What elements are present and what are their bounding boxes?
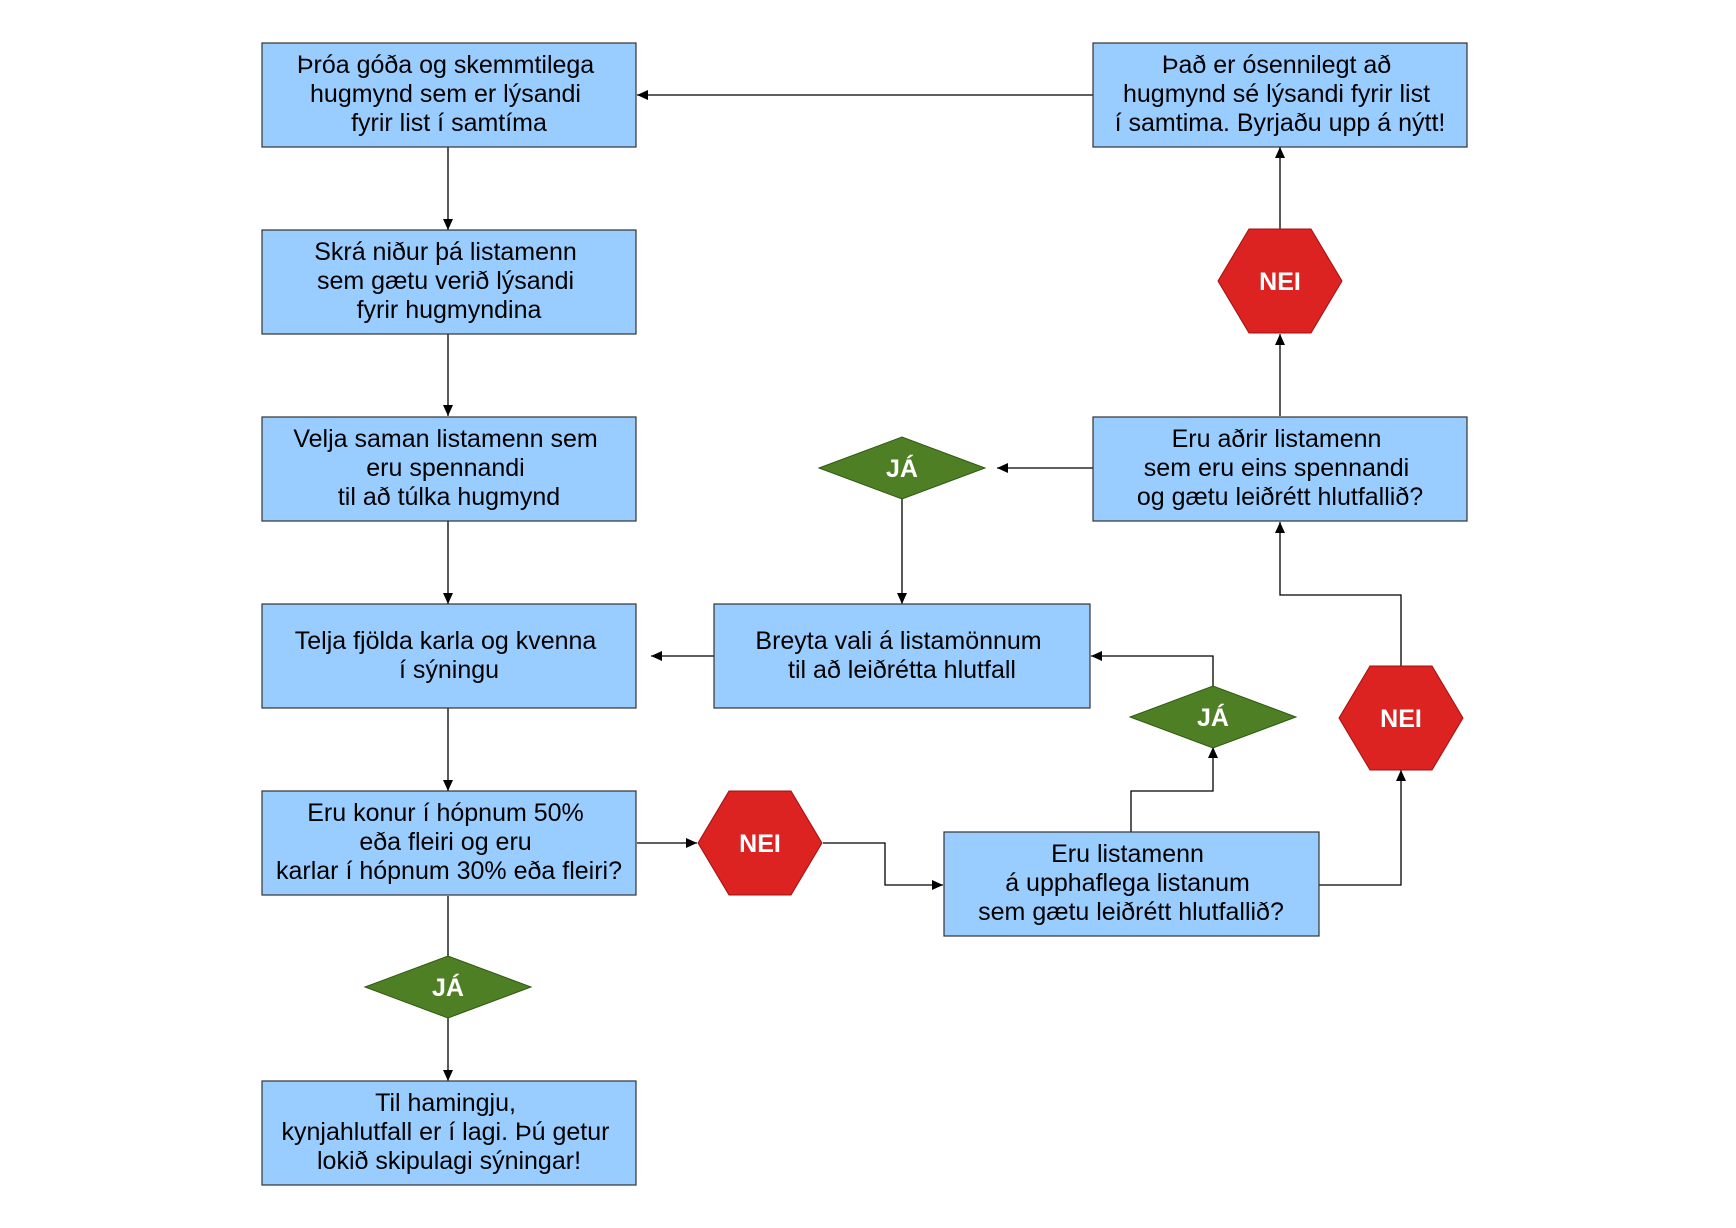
box-count-line-2: í sýningu [399, 656, 499, 684]
box-check-ratio: Eru konur í hópnum 50% eða fleiri og eru… [261, 790, 637, 896]
box-other-artists-line-3: og gætu leiðrétt hlutfallið? [1137, 483, 1423, 511]
box-change-selection-line-1: Breyta vali á listamönnum [755, 627, 1041, 655]
box-count: Telja fjölda karla og kvenna í sýningu [261, 603, 637, 709]
box-select-artists-line-2: eru spennandi [366, 454, 524, 482]
box-restart-line-1: Það er ósennilegt að [1162, 51, 1391, 79]
svg-text:Eru konur í hópnum 50% e: Eru konur í hópnum 50% eða fleiri og eru… [276, 799, 622, 885]
box-list-artists: Skrá niður þá listamenn sem gætu verið l… [261, 229, 637, 335]
box-change-selection-line-2: til að leiðrétta hlutfall [788, 656, 1016, 684]
box-idea: Þróa góða og skemmtilega hugmynd sem er … [261, 42, 637, 148]
box-check-ratio-line-2: eða fleiri og eru [359, 828, 531, 856]
svg-text:Til hamingju, kynjahlutf: Til hamingju, kynjahlutfall er í lagi. Þ… [282, 1089, 617, 1175]
svg-text:Telja fjölda karla og kvenna: Telja fjölda karla og kvenna í sýningu [295, 627, 604, 684]
box-other-artists-line-2: sem eru eins spennandi [1144, 454, 1409, 482]
no-hexagon-original: NEI [1338, 665, 1464, 771]
no-hexagon-check: NEI [697, 790, 823, 896]
box-congrats-line-3: lokið skipulagi sýningar! [317, 1147, 581, 1175]
yes-diamond-main: JÁ [363, 955, 533, 1019]
box-count-line-1: Telja fjölda karla og kvenna [295, 627, 597, 655]
svg-text:Skrá niður þá listamenn: Skrá niður þá listamenn sem gætu verið l… [314, 238, 584, 324]
box-original-list-line-1: Eru listamenn [1051, 840, 1204, 868]
edge-yes-to-change [1091, 651, 1214, 686]
box-check-ratio-line-1: Eru konur í hópnum 50% [307, 799, 584, 827]
box-congrats-line-1: Til hamingju, [375, 1089, 516, 1117]
svg-text:Eru aðrir listamenn sem: Eru aðrir listamenn sem eru eins spennan… [1137, 425, 1423, 511]
box-idea-line-3: fyrir list í samtíma [351, 109, 547, 137]
box-select-artists-line-1: Velja saman listamenn sem [293, 425, 597, 453]
svg-text:Breyta vali á listamönnum: Breyta vali á listamönnum til að leiðrét… [755, 627, 1048, 684]
no-hexagon-other: NEI [1217, 228, 1343, 334]
box-change-selection: Breyta vali á listamönnum til að leiðrét… [713, 603, 1091, 709]
box-select-artists-line-3: til að túlka hugmynd [338, 483, 560, 511]
box-list-artists-line-2: sem gætu verið lýsandi [317, 267, 574, 295]
box-original-list-line-2: á upphaflega listanum [1005, 869, 1250, 897]
edges [443, 90, 1406, 1081]
no-label-original: NEI [1380, 705, 1422, 733]
box-restart-line-2: hugmynd sé lýsandi fyrir list [1123, 80, 1430, 108]
box-idea-line-1: Þróa góða og skemmtilega [297, 51, 594, 79]
no-label-other: NEI [1259, 268, 1301, 296]
box-list-artists-line-3: fyrir hugmyndina [357, 296, 542, 324]
edge-original-to-no [1319, 770, 1406, 886]
edge-original-to-yes [1130, 747, 1218, 832]
svg-text:Eru listamenn á upphafle: Eru listamenn á upphaflega listanum sem … [978, 840, 1284, 926]
box-original-list-line-3: sem gætu leiðrétt hlutfallið? [978, 898, 1284, 926]
edge-no-to-original [823, 842, 943, 890]
yes-diamond-original: JÁ [1128, 685, 1298, 749]
box-list-artists-line-1: Skrá niður þá listamenn [314, 238, 577, 266]
svg-text:Það er ósennilegt að hug: Það er ósennilegt að hugmynd sé lýsandi … [1115, 51, 1446, 137]
edge-no-to-other [1275, 522, 1402, 667]
box-check-ratio-line-3: karlar í hópnum 30% eða fleiri? [276, 857, 622, 885]
box-original-list: Eru listamenn á upphaflega listanum sem … [943, 831, 1320, 937]
box-select-artists: Velja saman listamenn sem eru spennandi … [261, 416, 637, 522]
yes-label-main: JÁ [432, 973, 464, 1002]
box-restart-line-3: í samtima. Byrjaðu upp á nýtt! [1115, 109, 1446, 137]
svg-text:Þróa góða og skemmtilega: Þróa góða og skemmtilega hugmynd sem er … [297, 51, 601, 137]
box-congrats-line-2: kynjahlutfall er í lagi. Þú getur [282, 1118, 610, 1146]
box-idea-line-2: hugmynd sem er lýsandi [310, 80, 581, 108]
box-congrats: Til hamingju, kynjahlutfall er í lagi. Þ… [261, 1080, 637, 1186]
box-restart: Það er ósennilegt að hugmynd sé lýsandi … [1092, 42, 1468, 148]
yes-diamond-other: JÁ [817, 436, 987, 500]
box-other-artists: Eru aðrir listamenn sem eru eins spennan… [1092, 416, 1468, 522]
no-label-check: NEI [739, 830, 781, 858]
yes-label-original: JÁ [1197, 703, 1229, 732]
box-other-artists-line-1: Eru aðrir listamenn [1172, 425, 1382, 453]
yes-label-other: JÁ [886, 454, 918, 483]
svg-text:Velja saman listamenn sem: Velja saman listamenn sem eru spennandi … [293, 425, 604, 511]
